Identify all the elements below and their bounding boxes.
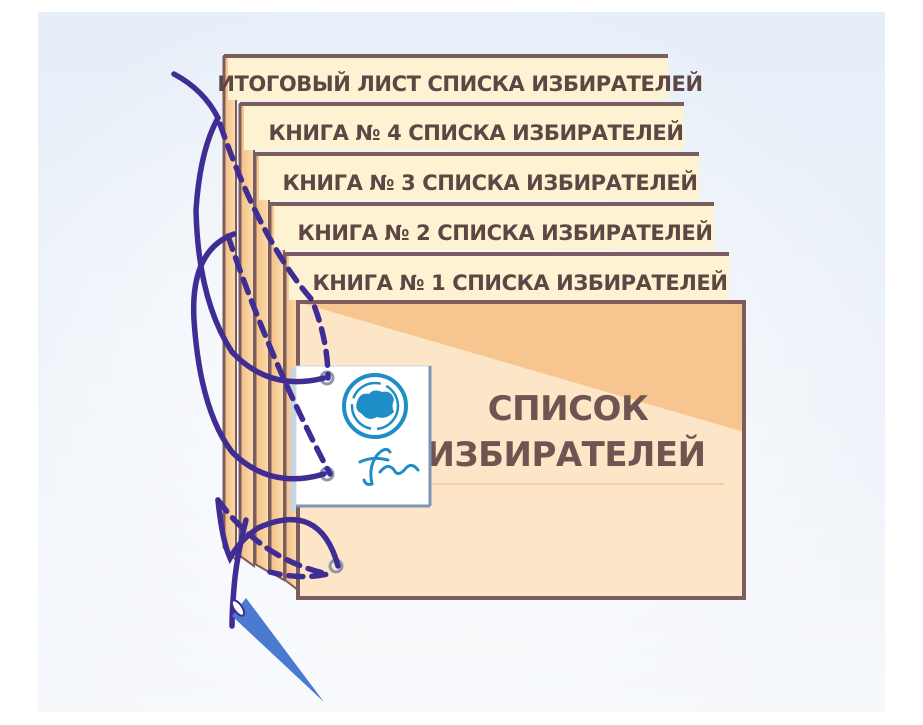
sheet-book-3: КНИГА № 3 СПИСКА ИЗБИРАТЕЛЕЙ: [253, 152, 699, 574]
sheet-summary-label: ИТОГОВЫЙ ЛИСТ СПИСКА ИЗБИРАТЕЛЕЙ: [217, 71, 702, 96]
cover-title-line2: ИЗБИРАТЕЛЕЙ: [426, 434, 705, 475]
needle-icon: [230, 598, 324, 702]
certification-sticker: [290, 365, 432, 512]
sheet-book-3-label: КНИГА № 3 СПИСКА ИЗБИРАТЕЛЕЙ: [282, 170, 697, 195]
sheet-book-1: КНИГА № 1 СПИСКА ИЗБИРАТЕЛЕЙ: [283, 252, 729, 593]
sheet-book-4-label: КНИГА № 4 СПИСКА ИЗБИРАТЕЛЕЙ: [268, 120, 683, 145]
sheet-book-2-label: КНИГА № 2 СПИСКА ИЗБИРАТЕЛЕЙ: [297, 220, 712, 245]
binding-thread: [171, 71, 341, 629]
sheet-book-4: КНИГА № 4 СПИСКА ИЗБИРАТЕЛЕЙ: [238, 102, 684, 568]
sheet-book-2: КНИГА № 2 СПИСКА ИЗБИРАТЕЛЕЙ: [268, 202, 714, 582]
sheet-book-1-label: КНИГА № 1 СПИСКА ИЗБИРАТЕЛЕЙ: [312, 270, 727, 295]
seal-icon: [342, 373, 408, 439]
signature-icon: [358, 447, 420, 486]
cover-title-line1: СПИСОК: [488, 389, 649, 429]
